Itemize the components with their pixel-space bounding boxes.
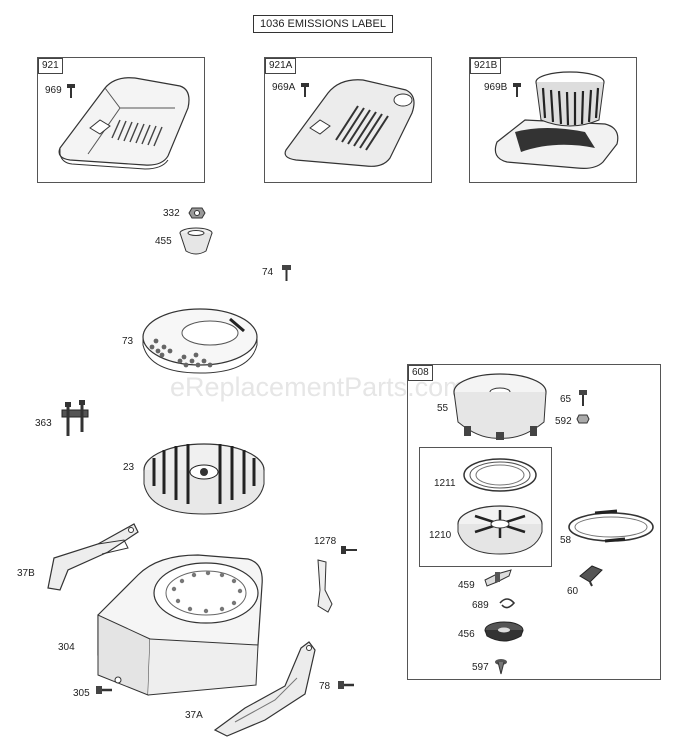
label-459: 459 [458,580,475,591]
starter-housing-55 [450,370,550,446]
air-guide-37a [205,638,320,738]
screw-597 [495,658,507,675]
blower-housing-304 [78,545,268,703]
label-969: 969 [45,85,62,96]
frame-921b [469,57,637,183]
label-37b: 37B [17,568,35,579]
label-73: 73 [122,336,134,347]
label-58: 58 [560,535,572,546]
blower-cover-921 [50,68,195,173]
label-363: 363 [35,418,52,429]
retainer-456 [483,618,525,646]
box-label-608: 608 [408,365,433,381]
label-1211: 1211 [434,478,456,489]
label-78: 78 [319,681,331,692]
starter-handle-60 [578,562,604,587]
screw-969a [301,83,309,97]
label-55: 55 [437,403,449,414]
screw-65 [579,390,587,406]
label-304: 304 [58,642,75,653]
guide-bracket [312,559,334,613]
pulley-1210 [455,500,545,558]
emissions-label-title: 1036 EMISSIONS LABEL [253,15,393,33]
rewind-spring-1211 [460,452,540,498]
blower-cover-921a [278,68,423,173]
label-332: 332 [163,208,180,219]
frame-921a [264,57,432,183]
screw-969b [513,83,521,97]
label-23: 23 [123,462,135,473]
frame-rewind-spring [419,447,552,567]
starter-rope-58 [565,505,657,549]
frame-921 [37,57,205,183]
nut-592 [576,414,590,424]
rotating-screen-73 [140,305,260,377]
screw-305 [96,684,112,696]
label-455: 455 [155,236,172,247]
label-305: 305 [73,688,90,699]
cup-455 [178,227,214,257]
flywheel-23 [140,438,268,518]
label-60: 60 [567,586,579,597]
label-456: 456 [458,629,475,640]
label-74: 74 [262,267,274,278]
baffle-37b [38,518,143,593]
label-1210: 1210 [429,530,452,541]
frame-608 [407,364,661,680]
screw-74 [282,265,291,281]
screw-1278 [341,545,357,555]
bracket-363 [58,400,92,438]
clip-689 [498,597,516,609]
label-689: 689 [472,600,489,611]
screw-78 [338,680,354,690]
box-label-921a: 921A [265,58,297,74]
label-592: 592 [555,416,572,427]
label-37a: 37A [185,710,203,721]
label-969a: 969A [272,82,296,93]
screw-969 [67,84,75,98]
box-label-921: 921 [38,58,63,74]
watermark: eReplacementParts.com [170,372,466,402]
nut-332 [188,206,206,220]
label-65: 65 [560,394,572,405]
label-969b: 969B [484,82,508,93]
blower-cover-921b [485,62,630,174]
label-1278: 1278 [314,536,337,547]
label-597: 597 [472,662,489,673]
starter-dog-459 [483,568,513,588]
box-label-921b: 921B [470,58,502,74]
